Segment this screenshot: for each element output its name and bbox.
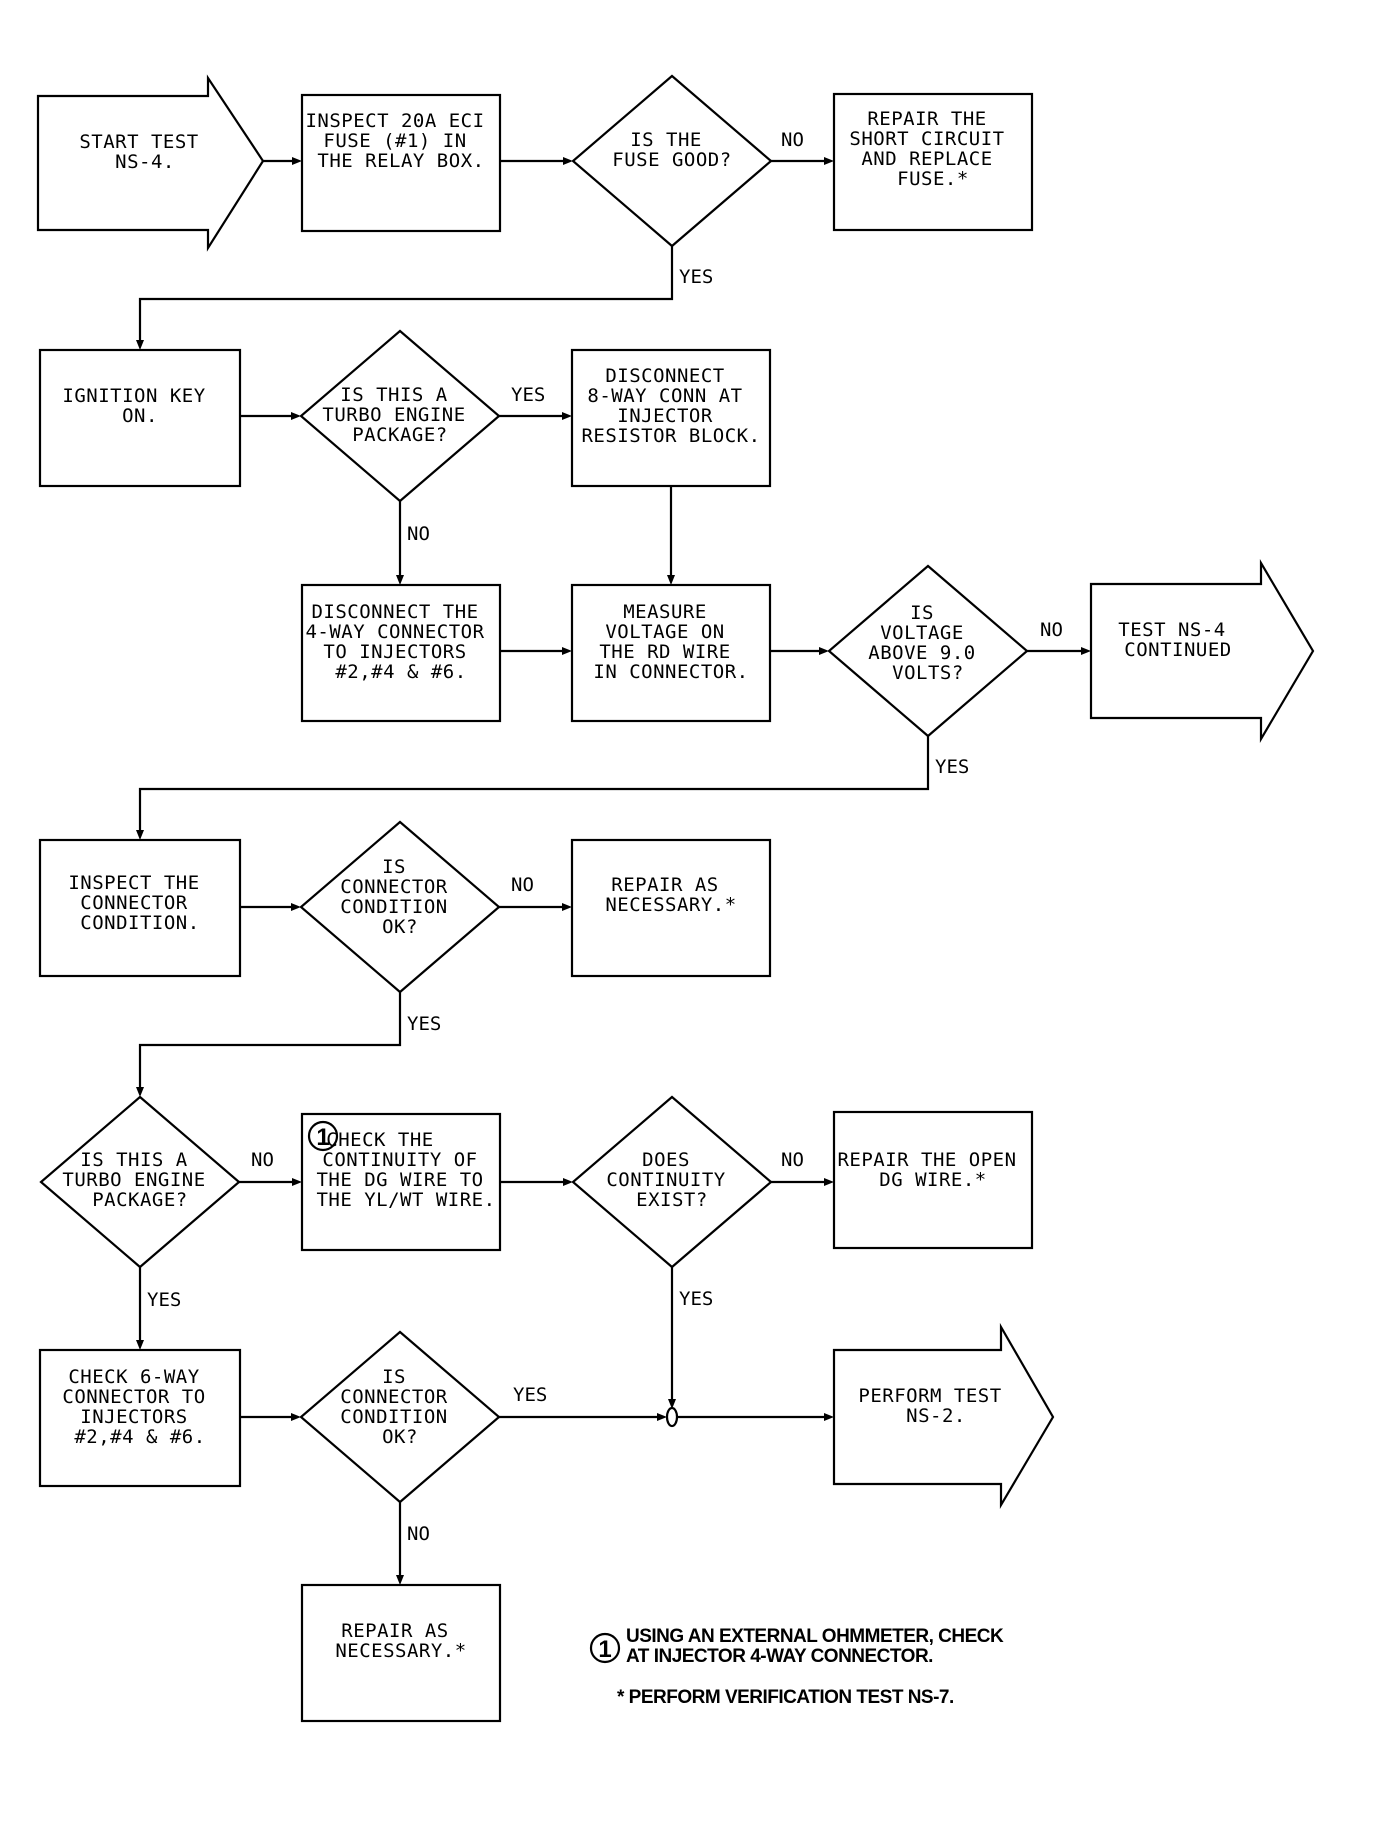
disconnect-4way-box: [300, 583, 502, 723]
arrowhead: [562, 903, 572, 911]
continuity-no-label: NO: [781, 1149, 804, 1171]
arrowhead: [291, 1413, 301, 1421]
repair-necessary-1-text: REPAIR AS NECESSARY.*: [605, 874, 736, 916]
arrowhead: [136, 1087, 144, 1097]
repair-necessary-2-box: [300, 1583, 502, 1723]
continuity-yes-label: YES: [679, 1288, 713, 1310]
arrowhead: [824, 157, 834, 165]
arrowhead: [824, 1178, 834, 1186]
voltage-yes-line: [138, 736, 930, 836]
connector-ok-2-no-label: NO: [407, 1523, 430, 1545]
voltage-above-text: IS VOLTAGE ABOVE 9.0 VOLTS?: [868, 602, 987, 684]
footnote-1-badge: [589, 1632, 621, 1664]
inspect-connector-text: INSPECT THE CONNECTOR CONDITION.: [68, 872, 211, 934]
fuse-good-yes-line: [138, 246, 674, 346]
turbo-1-yes-label: YES: [511, 384, 545, 406]
repair-necessary-2-text: REPAIR AS NECESSARY.*: [335, 1620, 466, 1662]
repair-necessary-1-box: [570, 838, 772, 978]
arrowhead: [396, 575, 404, 585]
arrowhead: [291, 903, 301, 911]
callout-1-badge: [307, 1120, 339, 1152]
arrowhead: [668, 1399, 676, 1409]
connector-ok-1-yes-line: [138, 992, 402, 1093]
measure-voltage-text: MEASURE VOLTAGE ON THE RD WIRE IN CONNEC…: [593, 601, 748, 683]
ns4-continued-text: TEST NS-4 CONTINUED: [1118, 619, 1237, 661]
inspect-fuse-box: [300, 93, 502, 233]
turbo-2-no-label: NO: [251, 1149, 274, 1171]
arrowhead: [667, 575, 675, 585]
connector-ok-2-yes-label: YES: [513, 1384, 547, 1406]
footnote-2-text: * PERFORM VERIFICATION TEST NS-7.: [617, 1687, 954, 1708]
ns4-continued-arrow-shape: [1089, 558, 1315, 744]
turbo-1-no-label: NO: [407, 523, 430, 545]
connector-ok-1-yes-label: YES: [407, 1013, 441, 1035]
start-text: START TEST NS-4.: [79, 131, 210, 173]
disconnect-4way-text: DISCONNECT THE 4-WAY CONNECTOR TO INJECT…: [305, 601, 496, 683]
arrowhead: [562, 647, 572, 655]
repair-open-dg-text: REPAIR THE OPEN DG WIRE.*: [837, 1149, 1028, 1191]
arrowhead: [657, 1413, 667, 1421]
arrowhead: [292, 157, 302, 165]
turbo-2-yes-label: YES: [147, 1289, 181, 1311]
arrowhead: [1081, 647, 1091, 655]
footnote-1-number: 1: [598, 1636, 611, 1663]
turbo-2-text: IS THIS A TURBO ENGINE PACKAGE?: [62, 1149, 217, 1211]
inspect-fuse-text: INSPECT 20A ECI FUSE (#1) IN THE RELAY B…: [305, 110, 496, 172]
callout-1-number: 1: [316, 1124, 329, 1151]
fuse-good-text: IS THE FUSE GOOD?: [612, 129, 731, 171]
arrowhead: [563, 157, 573, 165]
arrowhead: [562, 412, 572, 420]
connector-ok-1-no-label: NO: [511, 874, 534, 896]
arrowhead: [292, 1178, 302, 1186]
connector-ok-1-text: IS CONNECTOR CONDITION OK?: [340, 856, 459, 938]
continuity-exist-text: DOES CONTINUITY EXIST?: [606, 1149, 737, 1211]
repair-short-text: REPAIR THE SHORT CIRCUIT AND REPLACE FUS…: [849, 108, 1016, 190]
arrowhead: [396, 1575, 404, 1585]
perform-ns2-text: PERFORM TEST NS-2.: [858, 1385, 1013, 1427]
inspect-connector-box: [38, 838, 242, 978]
check-6way-text: CHECK 6-WAY CONNECTOR TO INJECTORS #2,#4…: [62, 1366, 217, 1448]
voltage-yes-label: YES: [935, 756, 969, 778]
arrowhead: [563, 1178, 573, 1186]
start-arrow-shape: [36, 74, 265, 252]
turbo-1-text: IS THIS A TURBO ENGINE PACKAGE?: [322, 384, 477, 446]
fuse-good-yes-label: YES: [679, 266, 713, 288]
arrowhead: [819, 647, 829, 655]
perform-ns2-arrow-shape: [832, 1322, 1055, 1510]
repair-short-box: [832, 92, 1034, 232]
voltage-no-label: NO: [1040, 619, 1063, 641]
footnote-1-text: USING AN EXTERNAL OHMMETER, CHECK AT INJ…: [626, 1626, 1008, 1667]
disconnect-8way-text: DISCONNECT 8-WAY CONN AT INJECTOR RESIST…: [581, 365, 760, 447]
check-continuity-text: CHECK THE CONTINUITY OF THE DG WIRE TO T…: [316, 1129, 495, 1211]
arrowhead: [291, 412, 301, 420]
connector-ok-2-text: IS CONNECTOR CONDITION OK?: [340, 1366, 459, 1448]
arrowhead: [136, 340, 144, 350]
ignition-on-box: [38, 348, 242, 488]
arrowhead: [136, 1340, 144, 1350]
arrowhead: [136, 830, 144, 840]
fuse-good-no-label: NO: [781, 129, 804, 151]
repair-open-dg-box: [832, 1110, 1034, 1250]
connectors: [136, 157, 1091, 1585]
ignition-on-text: IGNITION KEY ON.: [62, 385, 217, 427]
junction-connector: [665, 1406, 679, 1428]
arrowhead: [824, 1413, 834, 1421]
disconnect-8way-box: [570, 348, 772, 488]
